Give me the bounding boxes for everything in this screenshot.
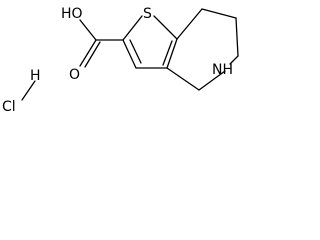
- molecule-structure: HO O S NH H Cl: [2, 6, 239, 115]
- bond-c5-n: [229, 55, 239, 65]
- bond-c-o-double-b: [84, 41, 101, 68]
- bond-c7a-c3a-a: [166, 38, 178, 69]
- bond-c2-s: [122, 15, 143, 41]
- bond-c-oh: [79, 19, 97, 41]
- bond-c3-c2-a: [122, 39, 137, 69]
- bond-c3-c2-b: [129, 39, 142, 64]
- salt-hydrogen-label: H: [30, 68, 41, 84]
- bond-c7-c6: [201, 8, 237, 19]
- salt-chlorine-label: Cl: [2, 99, 16, 115]
- bond-c7a-c7: [176, 8, 203, 40]
- bond-s-c7a: [153, 15, 178, 40]
- bond-c-o-double-a: [79, 39, 97, 67]
- bond-lines: [21, 8, 239, 101]
- sulfur-label: S: [143, 6, 152, 22]
- bond-c4-c3a: [166, 67, 200, 91]
- bond-n-c4: [198, 70, 226, 91]
- chemical-structure-canvas: HO O S NH H Cl: [0, 0, 282, 121]
- bond-c6-c5: [235, 17, 239, 57]
- hydroxyl-label: HO: [61, 6, 83, 22]
- carbonyl-oxygen-label: O: [69, 67, 80, 83]
- amine-label: NH: [212, 62, 233, 78]
- bond-c7a-c3a-b: [162, 40, 173, 66]
- bond-h-cl: [21, 80, 36, 101]
